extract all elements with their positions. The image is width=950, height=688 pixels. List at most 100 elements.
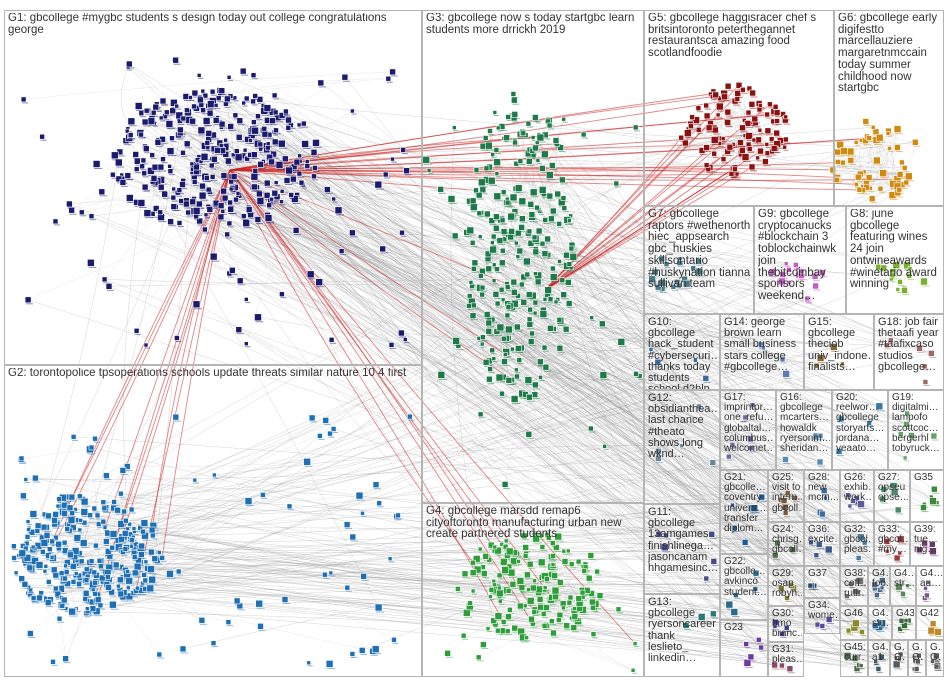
group-box-g32: G32: gbcol… pleas…	[840, 522, 874, 566]
group-box-g50: G…: G…	[908, 640, 926, 677]
group-label-g29: G29: osap robyn…	[772, 569, 802, 600]
group-label-g38: G38: coff… rutir…	[844, 569, 866, 600]
group-box-g46: G46	[840, 606, 868, 640]
group-box-g40: G4…: foo…	[868, 566, 890, 606]
group-box-g22: G22: gbcolle… avkinco student…	[720, 554, 768, 620]
group-label-g32: G32: gbcol… pleas…	[844, 525, 872, 556]
group-box-g34: G34: wome…	[804, 598, 840, 634]
group-label-g46: G46	[844, 609, 866, 619]
group-box-g28: G28: new mcm…	[804, 470, 840, 522]
group-box-g15: G15: gbcollege theciob univ_indone… fina…	[804, 314, 874, 390]
group-label-g28: G28: new mcm…	[808, 473, 838, 504]
group-box-g12: G12: obsidianthea… last chance #theato s…	[644, 390, 720, 504]
group-box-g30: G30: bmo branc…	[768, 606, 804, 642]
group-box-g37: G37	[804, 566, 840, 598]
group-box-g16: G16: gbcollege mcarters… howaldk ryerson…	[776, 390, 832, 470]
group-label-g36: G36: excite…	[808, 525, 838, 545]
group-label-g8: G8: june gbcollege featuring wines 24 jo…	[850, 209, 942, 291]
group-label-g44: G4…: au…	[920, 569, 942, 589]
group-box-g9: G9: gbcollege cryptocanucks #blockchain …	[754, 206, 846, 314]
group-label-g3: G3: gbcollege now s today startgbc learn…	[426, 13, 642, 36]
group-box-g51: G…: G…	[926, 640, 944, 677]
group-box-g41: G4…: str…	[890, 566, 916, 606]
group-label-g35: G35	[914, 473, 942, 483]
group-label-g16: G16: gbcollege mcarters… howaldk ryerson…	[780, 393, 830, 454]
group-box-g18: G18: job fair thetaafi year #taafixcaso …	[874, 314, 944, 390]
group-box-g4: G4: gbcollege marsdd remap6 cityoftoront…	[422, 503, 644, 677]
group-box-g10: G10: gbcollege hack_student #cybersecuri…	[644, 314, 720, 390]
group-label-g21: G21: gbcolle… coventry univers… transfer…	[724, 473, 766, 534]
group-label-g24: G24: chrisg… gbcoll…	[772, 525, 802, 556]
group-box-g35: G35	[910, 470, 944, 522]
group-box-g6: G6: gbcollege early digifestto marcellau…	[834, 10, 944, 206]
group-label-g12: G12: obsidianthea… last chance #theato s…	[648, 393, 718, 460]
group-label-g48: G4…: a1…	[872, 643, 888, 663]
group-box-g19: G19: digitalmi… lampofo scottcoc… berger…	[888, 390, 944, 470]
group-label-g51: G…: G…	[930, 643, 942, 663]
group-label-g9: G9: gbcollege cryptocanucks #blockchain …	[758, 209, 844, 303]
group-box-g8: G8: june gbcollege featuring wines 24 jo…	[846, 206, 944, 314]
group-label-g5: G5: gbcollege haggisracer chef s britsin…	[648, 13, 832, 60]
group-box-g36: G36: excite…	[804, 522, 840, 566]
group-label-g41: G4…: str…	[894, 569, 914, 589]
group-label-g49: G…: G…	[894, 643, 906, 663]
group-box-g38: G38: coff… rutir…	[840, 566, 868, 606]
group-label-g10: G10: gbcollege hack_student #cybersecuri…	[648, 317, 718, 389]
group-label-g22: G22: gbcolle… avkinco student…	[724, 557, 766, 598]
group-box-g39: G39: tue… nig…	[910, 522, 944, 566]
group-box-g29: G29: osap robyn…	[768, 566, 804, 606]
group-label-g13: G13: gbcollege ryersoncareer thank lesli…	[648, 597, 718, 664]
group-box-g31: G31: pleas…	[768, 642, 804, 677]
group-box-g47: G4…: stu…	[868, 606, 892, 640]
group-box-g7: G7: gbcollege raptors #wethenorth hiec_a…	[644, 206, 754, 314]
group-label-g7: G7: gbcollege raptors #wethenorth hiec_a…	[648, 209, 752, 291]
group-box-g45: G45: curr…	[840, 640, 868, 677]
group-label-g27: G27: opseu opse…	[878, 473, 908, 504]
group-label-g26: G26: exhib… work…	[844, 473, 872, 504]
group-label-g14: G14: george brown learn small business s…	[724, 317, 802, 373]
group-label-g23: G23	[724, 623, 766, 633]
group-box-g49: G…: G…	[890, 640, 908, 677]
group-box-g44: G4…: au…	[916, 566, 944, 606]
group-box-g26: G26: exhib… work…	[840, 470, 874, 522]
group-label-g37: G37	[808, 569, 838, 579]
group-box-g5: G5: gbcollege haggisracer chef s britsin…	[644, 10, 834, 206]
group-box-g42: G42	[916, 606, 944, 640]
group-box-g2: G2: torontopolice tpsoperations schools …	[4, 365, 422, 677]
group-box-g48: G4…: a1…	[868, 640, 890, 677]
group-label-g43: G43	[896, 609, 914, 619]
group-box-g27: G27: opseu opse…	[874, 470, 910, 522]
group-box-g25: G25: visit to intern… gbcoll…	[768, 470, 804, 522]
group-label-g45: G45: curr…	[844, 643, 866, 663]
group-label-g31: G31: pleas…	[772, 645, 802, 665]
group-box-g11: G11: gbcollege 13amgames finishlinega… j…	[644, 504, 720, 594]
group-label-g33: G33: gbcol… #my…	[878, 525, 908, 556]
group-box-g23: G23	[720, 620, 768, 677]
group-box-g43: G43	[892, 606, 916, 640]
group-box-g24: G24: chrisg… gbcoll…	[768, 522, 804, 566]
group-label-g40: G4…: foo…	[872, 569, 888, 589]
group-label-g4: G4: gbcollege marsdd remap6 cityoftoront…	[426, 506, 642, 541]
group-label-g39: G39: tue… nig…	[914, 525, 942, 556]
group-box-g3: G3: gbcollege now s today startgbc learn…	[422, 10, 644, 503]
group-label-g42: G42	[920, 609, 942, 619]
group-label-g47: G4…: stu…	[872, 609, 890, 629]
group-box-g21: G21: gbcolle… coventry univers… transfer…	[720, 470, 768, 554]
group-label-g20: G20: reelwor… gbcollege storyarts… jorda…	[836, 393, 886, 454]
group-label-g30: G30: bmo branc…	[772, 609, 802, 640]
group-box-g33: G33: gbcol… #my…	[874, 522, 910, 566]
group-box-g1: G1: gbcollege #mygbc students s design t…	[4, 10, 422, 365]
group-label-g34: G34: wome…	[808, 601, 838, 621]
group-box-g13: G13: gbcollege ryersoncareer thank lesli…	[644, 594, 720, 677]
group-box-g17: G17: imprintpr… one_refu… globaltal… col…	[720, 390, 776, 470]
group-label-g18: G18: job fair thetaafi year #taafixcaso …	[878, 317, 942, 373]
group-box-g14: G14: george brown learn small business s…	[720, 314, 804, 390]
group-label-g17: G17: imprintpr… one_refu… globaltal… col…	[724, 393, 774, 454]
group-label-g19: G19: digitalmi… lampofo scottcoc… berger…	[892, 393, 942, 454]
group-label-g11: G11: gbcollege 13amgames finishlinega… j…	[648, 507, 718, 574]
group-label-g25: G25: visit to intern… gbcoll…	[772, 473, 802, 514]
group-label-g2: G2: torontopolice tpsoperations schools …	[8, 368, 420, 380]
group-label-g15: G15: gbcollege theciob univ_indone… fina…	[808, 317, 872, 373]
group-label-g6: G6: gbcollege early digifestto marcellau…	[838, 13, 942, 95]
